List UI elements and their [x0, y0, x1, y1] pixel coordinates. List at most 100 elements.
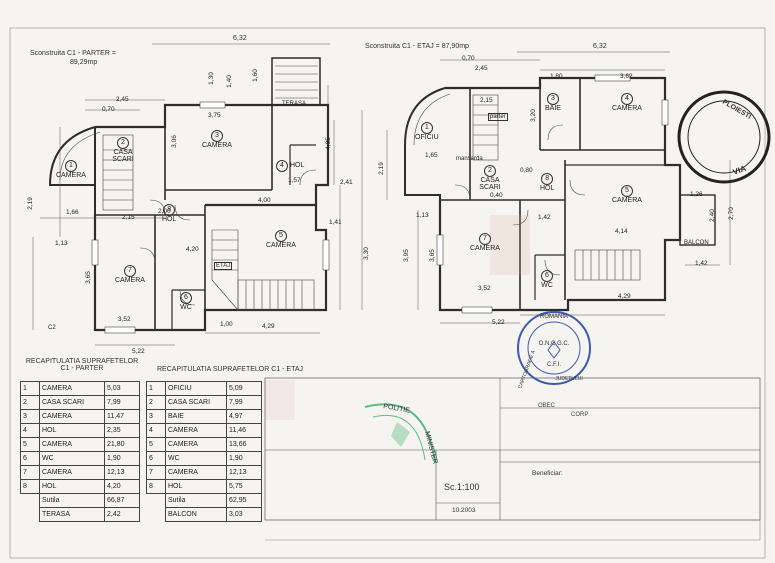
dim: 1,13 [55, 240, 68, 247]
ground-room-3: 3 CAMERA [202, 130, 232, 149]
table-cell-nr: 6 [20, 451, 40, 466]
upper-room-4-name: CAMERA [612, 105, 642, 112]
ground-room-2: 2 CASA SCARI [108, 137, 138, 163]
upper-room-1-name: OFICIU [415, 134, 439, 141]
corp-label: CORP [571, 412, 589, 418]
dim: 1,80 [550, 73, 563, 80]
dim: 1,65 [425, 152, 438, 159]
ground-room-8: 8 HOL [162, 204, 176, 223]
table-cell-area: 5,03 [104, 381, 140, 396]
table-cell-name: HOL [39, 423, 105, 438]
dim: 3,62 [620, 73, 633, 80]
upper-room-2-number: 2 [484, 165, 496, 177]
upper-room-8-name: HOL [540, 185, 555, 192]
dim: 4,05 [324, 137, 332, 150]
table-total-label: TERASA [39, 507, 105, 522]
table-cell-area: 12,13 [226, 465, 262, 480]
table-cell-nr: 2 [20, 395, 40, 410]
dim: 3,75 [208, 112, 221, 119]
ground-room-7-name: CAMERA [115, 277, 145, 284]
ground-plan-title-1: Sconstruita C1 - PARTER = [30, 50, 116, 57]
upper-room-1: 1 OFICIU [415, 122, 439, 141]
table-cell-blank [147, 508, 166, 522]
upper-room-6-number: 6 [541, 270, 553, 282]
ground-room-4-number: 4 [276, 160, 288, 172]
upper-room-5-number: 5 [620, 185, 633, 197]
table-cell-area: 21,80 [104, 437, 140, 452]
dim: 3,95 [402, 249, 410, 262]
table-cell-area: 12,13 [104, 465, 140, 480]
ground-table-title: RECAPITULATIA SUPRAFETELOR C1 - PARTER [18, 358, 146, 372]
ground-top-dimension: 6,32 [233, 35, 247, 42]
dim: 4,14 [615, 228, 628, 235]
table-cell-name: CAMERA [165, 437, 227, 452]
table-cell-area: 5,75 [226, 479, 262, 494]
blue-stamp-line3: C.F.I. [547, 362, 561, 368]
parter-label: parter [488, 113, 508, 121]
scale-label: Sc.1:100 [444, 482, 480, 492]
dim: 2,19 [377, 162, 385, 175]
dim: 1,00 [220, 321, 233, 328]
c2-label: C2 [48, 325, 56, 331]
table-cell-name: CAMERA [39, 465, 105, 480]
dim: 3,06 [170, 135, 178, 148]
table-cell-nr: 8 [146, 479, 166, 494]
upper-room-4: 4 CAMERA [612, 93, 642, 112]
blue-stamp-line1: ROMANIA [540, 314, 568, 320]
table-cell-name: CAMERA [165, 423, 227, 438]
dim: 1,42 [538, 214, 551, 221]
table-cell-nr: 6 [146, 451, 166, 466]
table-cell-area: 11,47 [104, 409, 140, 424]
ground-room-5-number: 5 [274, 230, 287, 242]
upper-table-title: RECAPITULATIA SUPRAFETELOR C1 - ETAJ [157, 366, 303, 373]
table-cell-nr: 3 [20, 409, 40, 424]
blue-stamp-line2: O.N.C.G.C. [539, 341, 570, 347]
table-cell-nr: 2 [146, 395, 166, 410]
dim: 5,22 [492, 319, 505, 326]
black-stamp-line2: VIA [732, 164, 748, 177]
table-total-value: 62,95 [226, 493, 262, 508]
upper-room-1-number: 1 [420, 122, 433, 134]
ground-room-4: 4 HOL [276, 160, 304, 172]
green-stamp-line1: POLITIE [383, 403, 411, 415]
ground-room-4-name: HOL [289, 162, 305, 169]
upper-room-7-name: CAMERA [470, 245, 500, 252]
ground-floor-plan: Sconstruita C1 - PARTER = 89,29mp 6,32 [30, 35, 363, 346]
dim: 2,19 [26, 197, 34, 210]
dim: 4,20 [186, 246, 199, 253]
dim: 2,15 [480, 97, 493, 104]
blue-stamp-line5: CARTOGRAFIE A [517, 349, 537, 388]
table-total-label: BALCON [165, 507, 227, 522]
upper-room-3: 3 BAIE [545, 93, 561, 112]
dim: 4,00 [258, 197, 271, 204]
dim: 1,42 [695, 260, 708, 267]
table-cell-area: 13,66 [226, 437, 262, 452]
table-cell-name: BAIE [165, 409, 227, 424]
black-stamp: PLOIESTI VIA [677, 90, 771, 184]
table-cell-area: 4,97 [226, 409, 262, 424]
table-cell-area: 11,46 [226, 423, 262, 438]
ground-room-5-name: CAMERA [266, 242, 296, 249]
table-cell-blank [147, 494, 166, 508]
obec-label: OBEC [538, 403, 556, 409]
dim: 1,13 [416, 212, 429, 219]
ground-room-8-name: HOL [162, 216, 177, 223]
blue-stamp-line4: JUDETULUI [555, 376, 583, 382]
table-cell-area: 1,90 [226, 451, 262, 466]
ground-plan-title-2: 89,29mp [70, 59, 97, 66]
date-label: 10.2003 [452, 507, 476, 514]
upper-room-8: 8 HOL [540, 173, 554, 192]
